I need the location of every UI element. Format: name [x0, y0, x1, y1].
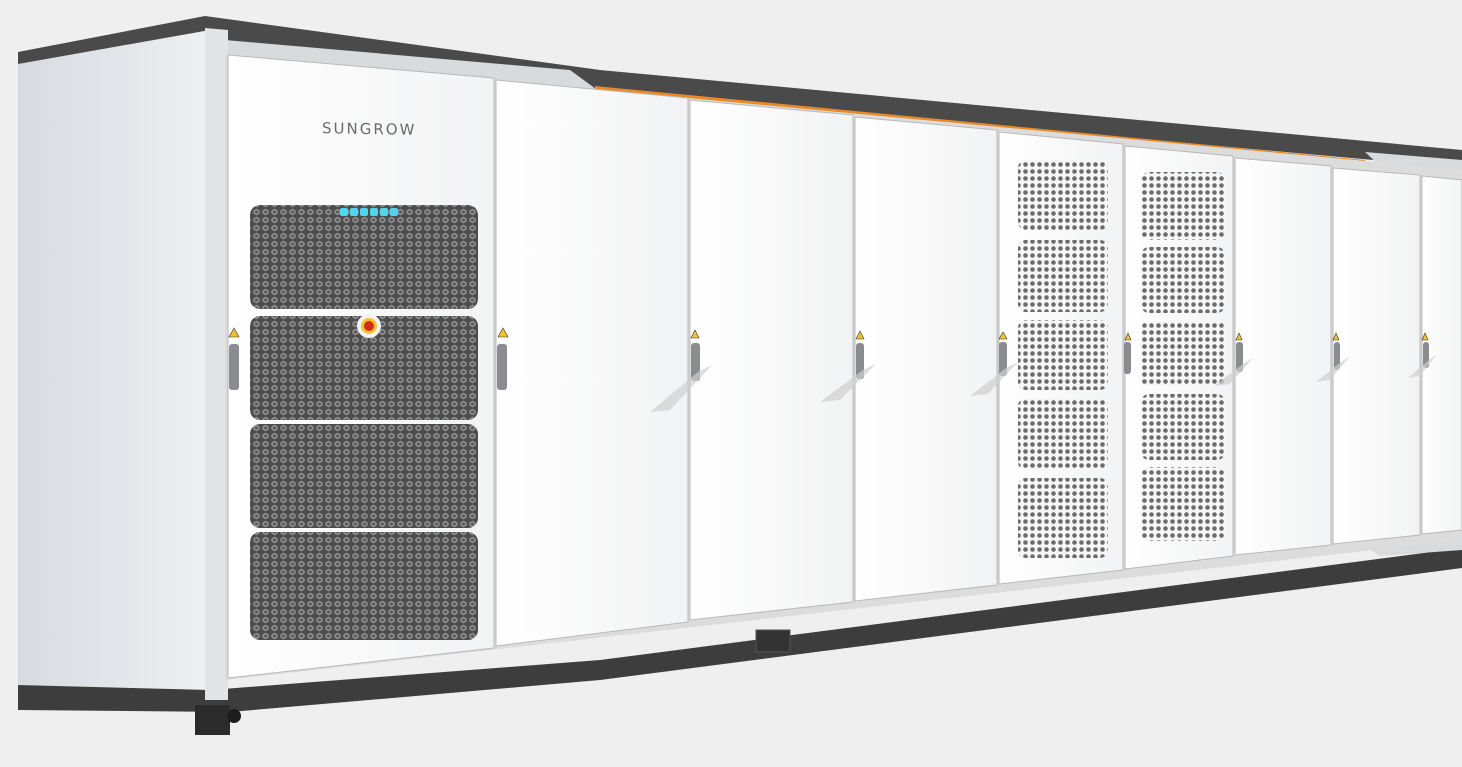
- vent-mesh: [250, 316, 478, 420]
- vent-mesh: [250, 205, 478, 309]
- handle-shadows: [650, 354, 1437, 412]
- door-handle: [229, 344, 239, 390]
- vent-grille: [1018, 160, 1108, 230]
- emergency-stop-icon: [357, 314, 381, 338]
- cabinet-base: [18, 548, 1462, 712]
- vent-grille: [1141, 247, 1225, 313]
- vent-grille: [1141, 467, 1225, 541]
- door-handle: [1124, 342, 1131, 374]
- vent-grille: [1018, 240, 1108, 312]
- roof-corner-trim: [225, 40, 600, 92]
- vent-grille: [1141, 172, 1225, 240]
- vent-grille: [1018, 478, 1108, 558]
- door-2: [495, 79, 689, 647]
- roof-corner-trim-right: [1365, 152, 1462, 172]
- door-6: [1124, 145, 1234, 570]
- door-5: [998, 131, 1124, 585]
- door-9: [1421, 175, 1462, 535]
- corner-post: [205, 28, 228, 700]
- door-3: [689, 99, 854, 621]
- door-8: [1332, 167, 1421, 545]
- vent-mesh: [250, 424, 478, 528]
- base-access-plate: [755, 629, 791, 653]
- lifting-hole: [227, 709, 241, 723]
- base-foot: [195, 705, 230, 735]
- brand-logo-text: SUNGROW: [322, 119, 417, 139]
- vent-grille: [1018, 398, 1108, 470]
- door-handle: [1236, 342, 1243, 372]
- door-handle: [856, 343, 864, 379]
- door-handle: [691, 343, 700, 381]
- door-1: [227, 54, 495, 679]
- door-handle: [1334, 342, 1340, 370]
- warning-triangle-icon: [228, 327, 1429, 341]
- status-led-icon: [340, 208, 398, 216]
- door-7: [1234, 157, 1332, 556]
- vent-grille: [1141, 321, 1225, 386]
- vent-mesh: [250, 532, 478, 640]
- vent-grille: [1141, 394, 1225, 460]
- door-handle: [999, 342, 1007, 376]
- door-4: [854, 116, 998, 602]
- vent-grille: [1018, 320, 1108, 390]
- door-handle: [497, 344, 507, 390]
- door-handles: [229, 342, 1429, 390]
- cabinet-side-face: [18, 30, 210, 690]
